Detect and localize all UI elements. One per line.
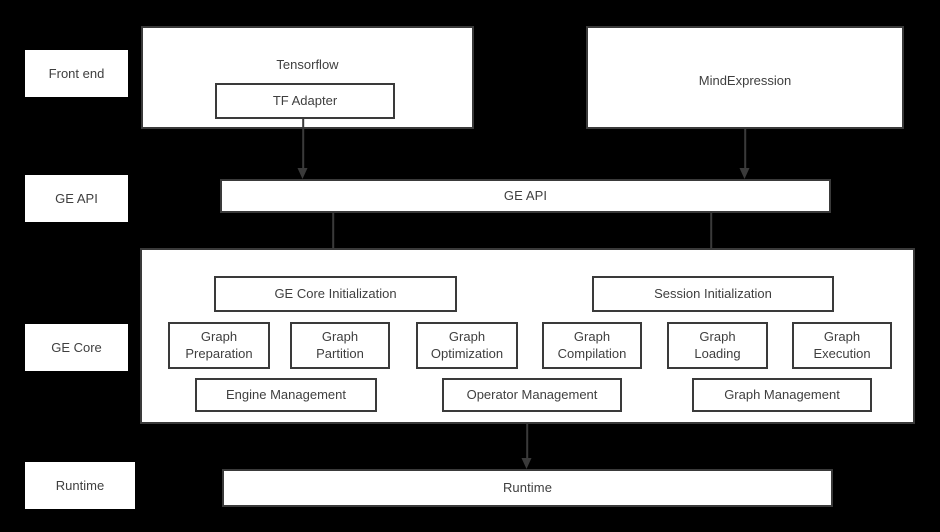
graph-management-box[interactable]: Graph Management: [692, 378, 872, 412]
engine-management-box[interactable]: Engine Management: [195, 378, 377, 412]
arrow-shaft: [302, 117, 304, 168]
graph-execution-label-line2: Execution: [813, 345, 871, 361]
arrow-shaft: [744, 129, 746, 168]
runtime-box[interactable]: Runtime: [222, 469, 833, 507]
stage-label-ge-api: GE API: [25, 175, 128, 222]
graph-loading-label-line1: Graph: [699, 329, 736, 345]
stage-label-ge-api-text: GE API: [55, 191, 98, 206]
operator-management-box[interactable]: Operator Management: [442, 378, 622, 412]
graph-preparation-box[interactable]: Graph Preparation: [168, 322, 270, 369]
graph-partition-label-line1: Graph: [321, 329, 359, 345]
graph-preparation-label-line1: Graph: [200, 329, 238, 345]
graph-optimization-label-line1: Graph: [448, 329, 486, 345]
tf-adapter-box[interactable]: TF Adapter: [215, 83, 395, 119]
mindexpression-container: MindExpression: [586, 26, 904, 129]
tensorflow-container: Tensorflow TF Adapter: [141, 26, 474, 129]
tf-adapter-label: TF Adapter: [272, 92, 338, 108]
stage-label-front-end: Front end: [25, 50, 128, 97]
stage-label-runtime: Runtime: [25, 462, 135, 509]
ge-api-box[interactable]: GE API: [220, 179, 831, 213]
ge-api-label: GE API: [503, 188, 548, 204]
ge-core-initialization-label: GE Core Initialization: [274, 285, 397, 301]
stage-label-front-end-text: Front end: [48, 66, 105, 81]
arrow-shaft: [332, 213, 334, 263]
engine-management-label: Engine Management: [226, 386, 346, 402]
ge-core-container: GE Core Initialization Session Initializ…: [140, 248, 915, 424]
graph-compilation-label-line1: Graph: [573, 329, 611, 345]
mindexpression-title: MindExpression: [698, 73, 792, 88]
session-initialization-label: Session Initialization: [654, 285, 772, 301]
graph-management-label: Graph Management: [724, 386, 840, 402]
arrow-head: [521, 458, 532, 469]
graph-loading-label-line2: Loading: [694, 345, 741, 361]
ge-core-initialization-box[interactable]: GE Core Initialization: [214, 276, 457, 312]
graph-loading-box[interactable]: Graph Loading: [667, 322, 768, 369]
graph-execution-box[interactable]: Graph Execution: [792, 322, 892, 369]
tensorflow-title: Tensorflow: [276, 57, 339, 72]
graph-execution-label-line1: Graph: [823, 329, 861, 345]
stage-label-ge-core-text: GE Core: [51, 340, 102, 355]
stage-label-ge-core: GE Core: [25, 324, 128, 371]
graph-compilation-box[interactable]: Graph Compilation: [542, 322, 642, 369]
stage-label-runtime-text: Runtime: [55, 478, 105, 493]
runtime-label: Runtime: [502, 480, 553, 496]
graph-partition-box[interactable]: Graph Partition: [290, 322, 390, 369]
arrow-shaft: [526, 424, 528, 458]
graph-preparation-label-line2: Preparation: [185, 345, 253, 361]
arrow-shaft: [710, 213, 712, 263]
graph-optimization-box[interactable]: Graph Optimization: [416, 322, 518, 369]
arrow-head: [739, 168, 750, 179]
session-initialization-box[interactable]: Session Initialization: [592, 276, 834, 312]
graph-optimization-label-line2: Optimization: [430, 345, 504, 361]
arrow-head: [297, 168, 308, 179]
graph-compilation-label-line2: Compilation: [557, 345, 627, 361]
graph-partition-label-line2: Partition: [316, 345, 364, 361]
operator-management-label: Operator Management: [466, 386, 598, 402]
